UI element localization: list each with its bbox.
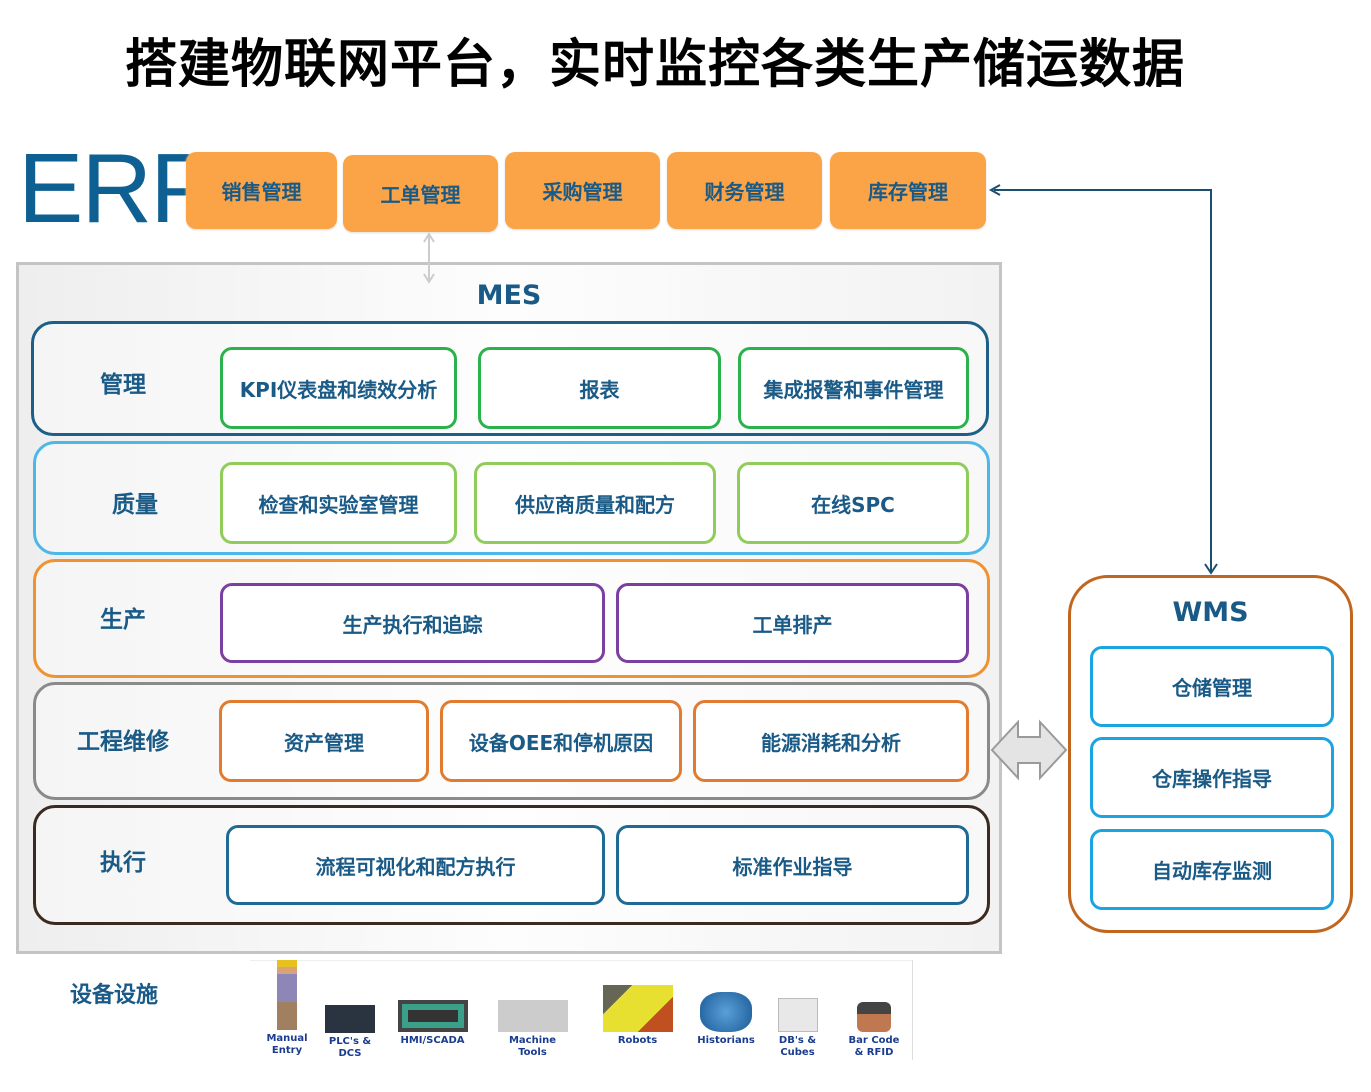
row-label: 管理 [100,372,146,398]
wms-title: WMS [1172,597,1249,628]
module-box: 能源消耗和分析 [693,700,969,782]
equipment-item: DB's & Cubes [778,1035,817,1058]
erp-label: ERP [18,133,216,243]
module-box: 资产管理 [219,700,429,782]
equipment-item: Manual Entry [266,1033,308,1056]
page-title: 搭建物联网平台，实时监控各类生产储运数据 [124,35,1185,95]
equipment-item: Bar Code & RFID [848,1035,900,1058]
erp-wms-arrow [988,184,1218,575]
equipment-item: PLC's & DCS [328,1036,372,1059]
module-box: 设备OEE和停机原因 [440,700,682,782]
module-box: 集成报警和事件管理 [738,347,969,429]
erp-workorder: 工单管理 [343,155,498,232]
mes-title: MES [476,280,542,311]
module-box: 生产执行和追踪 [220,583,605,663]
hmi-icon [397,1000,468,1032]
module-box: 供应商质量和配方 [474,462,716,544]
cubes-icon [777,998,818,1032]
equipment-item: Historians [697,1035,755,1046]
robot-icon [602,985,673,1032]
row-label: 生产 [100,607,146,633]
module-box: 在线SPC [737,462,969,544]
equipment-item: Robots [617,1035,658,1046]
wms-module: 仓库操作指导 [1090,737,1334,818]
equipment-item: HMI/SCADA [400,1035,465,1046]
equipment-item: Machine Tools [508,1035,557,1058]
erp-inventory: 库存管理 [830,152,986,229]
row-label: 执行 [100,850,146,876]
erp-finance: 财务管理 [667,152,822,229]
wms-module: 仓储管理 [1090,646,1334,727]
module-box: 检查和实验室管理 [220,462,457,544]
module-box: 流程可视化和配方执行 [226,825,605,905]
row-label: 工程维修 [77,729,169,755]
erp-purchase: 采购管理 [505,152,660,229]
module-box: 报表 [478,347,721,429]
wms-module: 自动库存监测 [1090,829,1334,910]
equipment-label: 设备设施 [70,983,159,1008]
database-icon [700,992,752,1032]
module-box: 标准作业指导 [616,825,969,905]
module-box: 工单排产 [616,583,969,663]
erp-sales: 销售管理 [186,152,337,229]
barcode-scanner-icon [857,1002,891,1032]
module-box: KPI仪表盘和绩效分析 [220,347,457,429]
machine-tool-icon [497,1000,568,1032]
plc-icon [325,1005,375,1033]
mes-wms-double-arrow [990,719,1068,781]
equipment-strip [250,960,913,1060]
row-label: 质量 [112,492,158,518]
worker-icon [277,960,297,1030]
erp-mes-arrow [423,232,435,284]
